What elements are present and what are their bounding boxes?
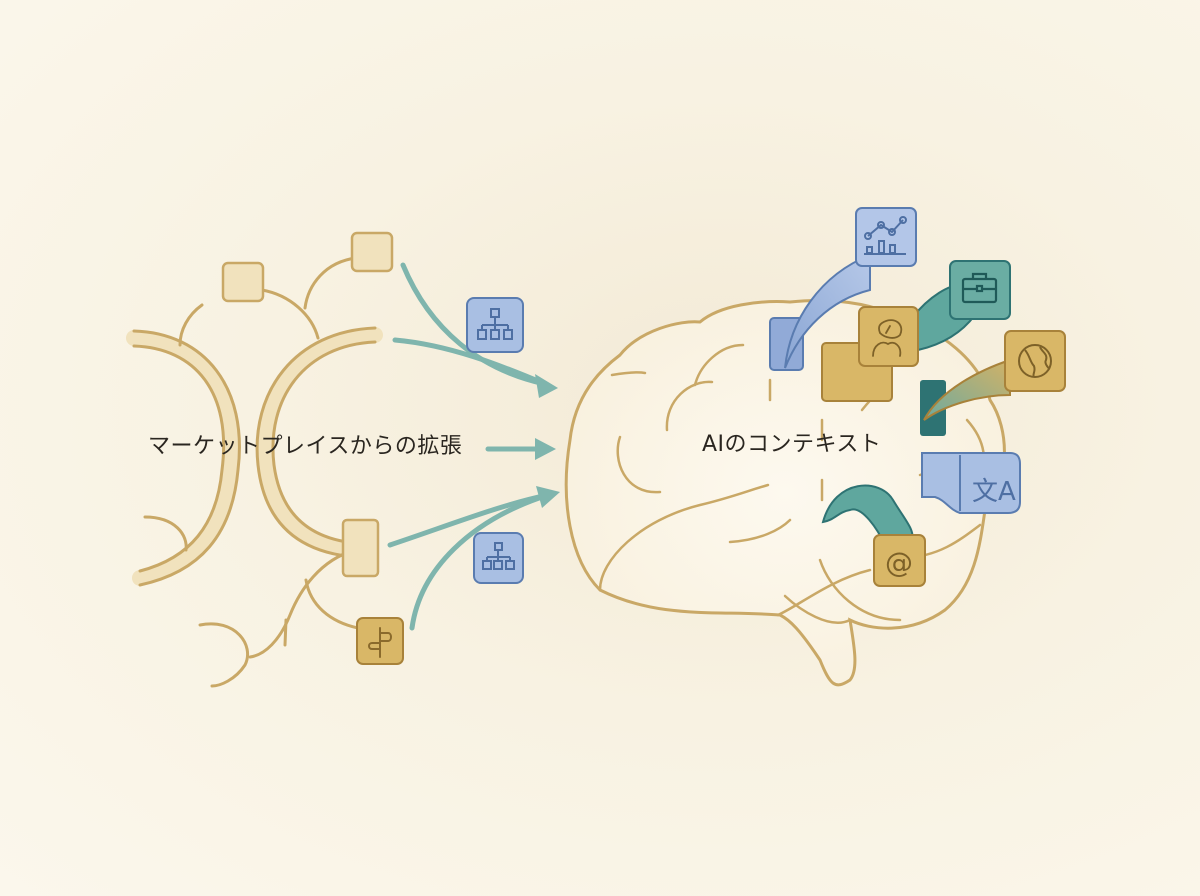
arrow-heads [535,374,560,508]
at-tile: @ [873,534,926,587]
brain-outline [564,299,1006,687]
chart-tile [855,207,917,267]
line-bar-chart-icon [864,216,907,255]
cream-node-2 [350,231,394,273]
translate-icon: 文A [972,477,1016,507]
translate-tile: 文A [921,452,1021,514]
source-label: マーケットプレイスからの拡張 [148,434,463,459]
left-network [126,256,383,688]
thick-arc-left [126,329,241,587]
person-leaf-icon [872,319,903,357]
cream-node-3 [341,518,380,578]
brain-folds [598,343,986,624]
brain [564,299,1006,687]
signpost-icon [368,627,392,658]
person-leaf-tile [858,306,919,367]
hierarchy-icon [482,542,515,570]
thick-arc-right [255,326,383,559]
hierarchy-icon [477,308,513,340]
at-sign-icon: @ [885,546,913,579]
flow-arrows [387,262,551,631]
cream-node-1 [221,261,265,303]
target-label: AIのコンテキスト [702,432,882,457]
hierarchy-tile-bottom [473,532,524,584]
signpost-node [356,617,404,665]
globe-icon [1018,344,1052,378]
briefcase-icon [961,272,998,304]
arrow-top [400,262,548,387]
globe-tile [1004,330,1066,392]
hierarchy-tile-top [466,297,524,353]
briefcase-tile [949,260,1011,320]
